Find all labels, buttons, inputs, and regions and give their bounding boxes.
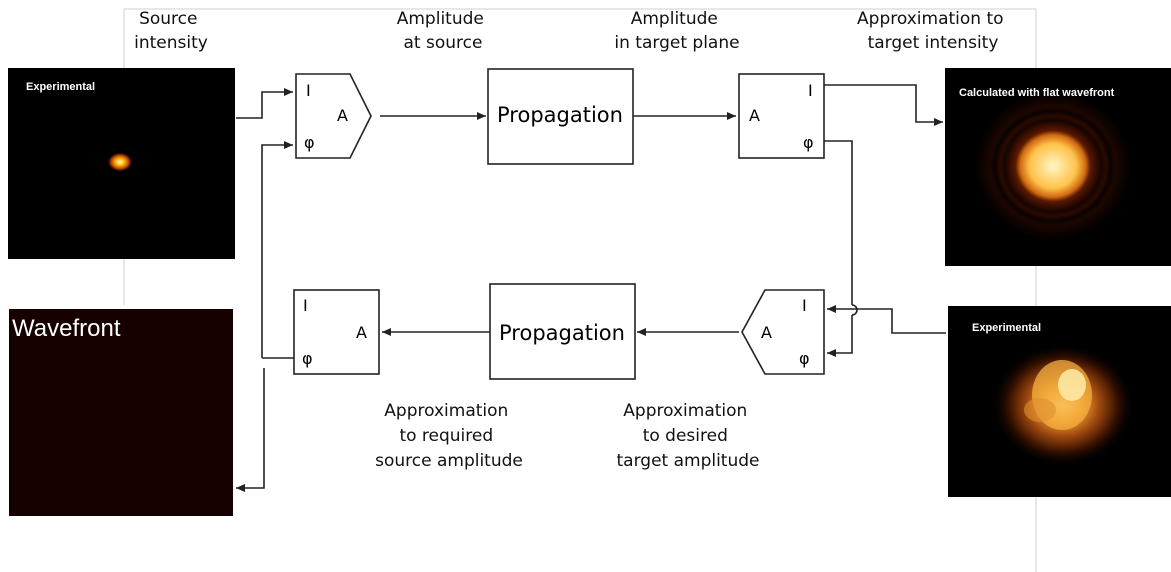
target-experimental-image: Experimental — [948, 306, 1171, 497]
source-split-block: I A φ — [293, 289, 380, 375]
intensity-symbol: I — [306, 81, 311, 100]
phase-symbol: φ — [304, 133, 315, 152]
line-crossover-hop — [851, 304, 858, 316]
intensity-symbol: I — [303, 296, 308, 315]
source-image-caption: Experimental — [26, 81, 95, 93]
arrow-target-phase-return — [827, 315, 853, 357]
label-amplitude-at-source: Amplitude at source — [397, 9, 490, 53]
label-amplitude-target-plane: Amplitude in target plane — [614, 9, 739, 53]
target-combine-block: I A φ — [741, 289, 825, 375]
arrow-target-intensity-in — [827, 305, 946, 334]
target-calc-caption: Calculated with flat wavefront — [959, 87, 1115, 99]
label-approx-target-intensity: Approximation to target intensity — [857, 9, 1009, 53]
arrow-phase-feedback-in — [261, 141, 293, 358]
propagation-forward-box: Propagation — [487, 68, 634, 165]
wavefront-caption: Wavefront — [12, 315, 121, 342]
arrow-to-wavefront — [236, 368, 265, 492]
target-split-block: I A φ — [738, 73, 825, 159]
label-source-intensity: Source intensity — [134, 9, 208, 53]
arrow-to-target-intensity — [824, 84, 943, 126]
intensity-symbol: I — [808, 81, 813, 100]
phase-symbol: φ — [803, 133, 814, 152]
intensity-symbol: I — [802, 296, 807, 315]
amplitude-symbol: A — [356, 323, 367, 342]
source-combine-block: I A φ — [295, 73, 372, 159]
target-calculated-image: Calculated with flat wavefront — [945, 68, 1171, 266]
phase-symbol: φ — [302, 349, 313, 368]
amplitude-symbol: A — [749, 106, 760, 125]
target-exp-caption: Experimental — [972, 322, 1041, 334]
line-target-phase-down — [824, 140, 853, 305]
label-approx-target-amplitude: Approximation to desired target amplitud… — [617, 401, 760, 471]
amplitude-symbol: A — [337, 106, 348, 125]
arrow-source-intensity-in — [236, 88, 293, 119]
label-approx-source-amplitude: Approximation to required source amplitu… — [375, 401, 523, 471]
propagation-forward-label: Propagation — [497, 103, 623, 127]
phase-symbol: φ — [799, 349, 810, 368]
wavefront-image: Wavefront — [9, 309, 233, 516]
amplitude-symbol: A — [761, 323, 772, 342]
source-intensity-image: Experimental — [8, 68, 235, 259]
propagation-backward-label: Propagation — [499, 321, 625, 345]
propagation-backward-box: Propagation — [489, 283, 636, 380]
